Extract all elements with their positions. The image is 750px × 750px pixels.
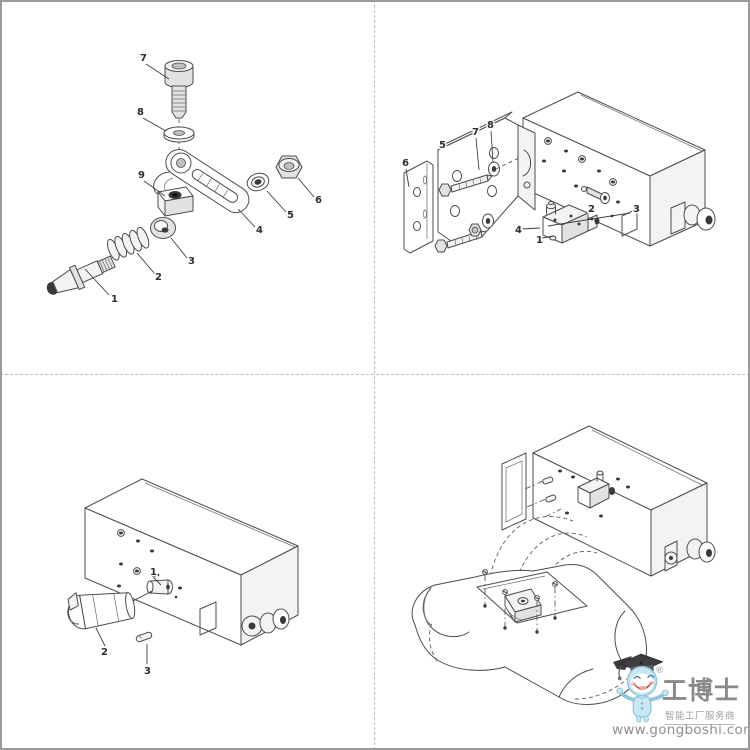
- key-pin: [135, 631, 153, 643]
- feed-shaft: [581, 186, 610, 204]
- part-label-8: 8: [137, 107, 144, 118]
- brand-name: 工博士: [662, 676, 741, 705]
- part-label-4: 4: [256, 225, 263, 236]
- panel-feeder-motor-exploded: 1 2 3: [67, 478, 299, 679]
- part-flat-washer-top: [163, 126, 195, 143]
- part-label-5: 5: [439, 140, 446, 151]
- part-label-1: 1: [150, 567, 157, 578]
- part-washer-small: [246, 172, 270, 192]
- part-label-3: 3: [633, 204, 640, 215]
- part-label-7: 7: [472, 127, 479, 138]
- drive-shaft-fitting: [146, 573, 178, 599]
- feeder-box: [522, 91, 716, 247]
- part-label-6: 6: [315, 195, 322, 206]
- gongboshi-watermark: ® 工博士 智能工厂服务商 www.gongboshi.com: [598, 648, 750, 750]
- mounting-screws: [524, 476, 562, 518]
- part-label-3: 3: [188, 256, 195, 267]
- internal-valve-block: [577, 470, 615, 509]
- mounting-plate: [403, 160, 434, 254]
- panel-feeder-mounting-bracket: 1 2 3 4 5 6 7 8: [401, 91, 716, 254]
- gongboshi-mascot-icon: [616, 653, 669, 723]
- panel-exploded-clamp-assembly: 1 2 3 4 5 6 7 8 9: [46, 52, 324, 307]
- part-clamp-bracket: [153, 149, 250, 214]
- motor-alignment-line: [132, 590, 153, 602]
- assembly-drop-lines: [482, 569, 558, 634]
- quadrant-divider-vertical: [374, 0, 375, 750]
- wire-inlet-connector: [241, 608, 290, 637]
- face-holes: [558, 469, 630, 518]
- part-label-9: 9: [138, 170, 145, 181]
- part-label-7: 7: [140, 53, 147, 64]
- part-label-2: 2: [588, 204, 595, 215]
- face-holes: [117, 531, 182, 590]
- drop-screws: [482, 569, 558, 601]
- part-label-6: 6: [402, 158, 409, 169]
- brand-tagline: 智能工厂服务商: [665, 708, 736, 725]
- washer-top: [488, 161, 500, 177]
- brand-url: www.gongboshi.com: [612, 722, 750, 738]
- part-label-1: 1: [111, 294, 118, 305]
- part-collar-bushing: [150, 217, 176, 239]
- drive-motor: [67, 592, 136, 630]
- panel-feeder-on-arm-assembly: [411, 425, 716, 705]
- registered-trademark-icon: ®: [655, 666, 664, 676]
- part-spring: [106, 226, 150, 261]
- bolt-top: [438, 174, 493, 197]
- washer-bottom: [482, 213, 494, 229]
- wire-inlet-connector: [664, 538, 716, 572]
- leader-lines: [84, 63, 315, 296]
- leader-lines: [405, 130, 631, 239]
- part-label-8: 8: [487, 120, 494, 131]
- part-clamp-shaft: [46, 255, 116, 295]
- cover-panel: [501, 452, 527, 531]
- deck-boss: [504, 588, 542, 623]
- quadrant-divider-horizontal: [0, 374, 750, 375]
- nut-bottom: [468, 223, 482, 237]
- wire-inlet-connector: [670, 201, 716, 235]
- robot-arm-casting: [411, 564, 647, 705]
- part-label-2: 2: [101, 647, 108, 658]
- part-hex-nut: [275, 155, 303, 179]
- part-label-3: 3: [144, 666, 151, 677]
- part-label-1: 1: [536, 235, 543, 246]
- feeder-box: [84, 478, 299, 646]
- feeder-box: [501, 425, 716, 577]
- leader-lines: [95, 577, 162, 664]
- part-label-5: 5: [287, 210, 294, 221]
- part-label-4: 4: [515, 225, 522, 236]
- part-socket-head-screw: [164, 60, 194, 119]
- part-square-nut: [157, 186, 194, 217]
- part-label-2: 2: [155, 272, 162, 283]
